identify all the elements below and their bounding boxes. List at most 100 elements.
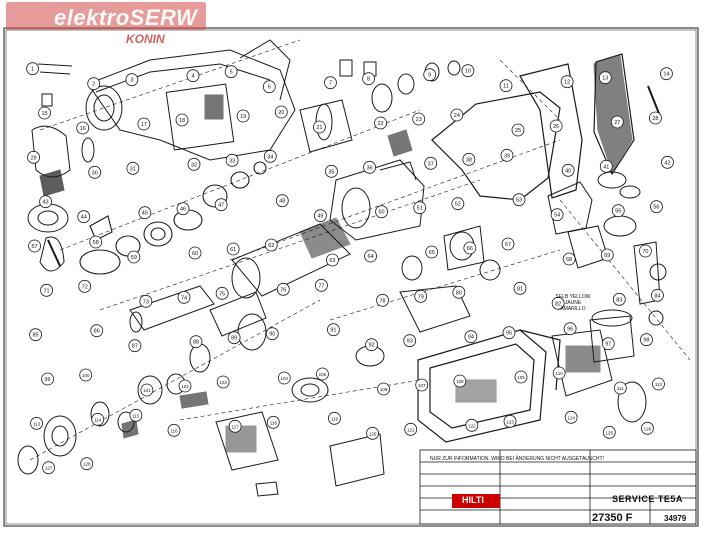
part-callout-number: 69 bbox=[604, 253, 610, 259]
part-callout-circle bbox=[511, 123, 525, 137]
company-logo-text: HILTI bbox=[462, 495, 484, 505]
part-callout-circle bbox=[91, 412, 105, 426]
part-callout-number: 13 bbox=[602, 76, 608, 82]
part-callout-circle bbox=[562, 252, 576, 266]
part-callout: 64 bbox=[364, 249, 377, 263]
part-callout-circle bbox=[503, 414, 517, 428]
part-callout-number: 31 bbox=[130, 166, 136, 172]
part-callout-circle bbox=[500, 148, 514, 162]
service-label: SERVICE TE5A bbox=[612, 494, 683, 504]
part-callout-number: 14 bbox=[663, 72, 669, 78]
part-callout: 92 bbox=[365, 338, 378, 352]
part-callout: 77 bbox=[315, 278, 328, 292]
part-callout-circle bbox=[425, 245, 439, 259]
part-callout-number: 68 bbox=[566, 257, 572, 263]
part-callout-circle bbox=[26, 62, 39, 76]
part-callout: 80 bbox=[452, 285, 466, 299]
part-callout: 68 bbox=[562, 252, 576, 266]
part-callout: 26 bbox=[549, 119, 563, 133]
part-callout-number: 29 bbox=[31, 155, 37, 161]
part-callout: 116 bbox=[167, 423, 181, 437]
part-callout-number: 95 bbox=[506, 331, 512, 337]
part-callout-number: 43 bbox=[43, 200, 49, 206]
part-callout: 123 bbox=[503, 414, 517, 428]
part-callout: 105 bbox=[316, 367, 329, 381]
part-callout-circle bbox=[362, 72, 375, 86]
part-callout-number: 112 bbox=[655, 382, 663, 387]
part-callout-number: 121 bbox=[407, 427, 415, 432]
part-callout: 51 bbox=[413, 201, 427, 215]
part-callout-circle bbox=[514, 370, 528, 384]
part-callout-number: 102 bbox=[181, 384, 189, 389]
part-callout-circle bbox=[660, 67, 673, 81]
part-callout-number: 106 bbox=[380, 387, 388, 392]
part-callout-number: 76 bbox=[280, 287, 286, 293]
part-callout-circle bbox=[324, 76, 337, 90]
part-callout-circle bbox=[650, 200, 663, 214]
part-callout: 118 bbox=[266, 415, 280, 429]
part-callout: 23 bbox=[412, 112, 426, 126]
part-callout-circle bbox=[464, 330, 478, 344]
part-callout: 82 bbox=[551, 296, 565, 310]
part-callout-circle bbox=[461, 64, 475, 78]
part-callout-number: 67 bbox=[505, 242, 511, 248]
part-callout-number: 125 bbox=[606, 430, 614, 435]
part-callout-number: 48 bbox=[279, 199, 285, 205]
part-callout: 43 bbox=[39, 195, 52, 209]
part-callout-circle bbox=[364, 249, 377, 263]
part-callout: 45 bbox=[138, 206, 152, 220]
part-callout-circle bbox=[216, 375, 230, 389]
part-callout-circle bbox=[167, 423, 181, 437]
part-callout-circle bbox=[224, 65, 238, 79]
part-callout-number: 73 bbox=[143, 299, 149, 305]
part-callout: 4 bbox=[186, 69, 200, 83]
part-callout-number: 128 bbox=[83, 462, 91, 467]
part-callout: 22 bbox=[374, 116, 387, 130]
part-callout-circle bbox=[226, 242, 240, 256]
part-callout-number: 87 bbox=[132, 344, 138, 350]
part-callout-number: 46 bbox=[180, 207, 186, 213]
part-callout: 61 bbox=[226, 242, 240, 256]
part-callout-number: 111 bbox=[617, 386, 624, 391]
part-callout-circle bbox=[314, 209, 327, 223]
drill-body bbox=[85, 39, 296, 161]
part-callout-circle bbox=[552, 366, 566, 380]
part-callout: 96 bbox=[563, 322, 577, 336]
part-callout-circle bbox=[125, 73, 139, 87]
part-callout-circle bbox=[80, 457, 94, 471]
part-callout: 121 bbox=[404, 422, 418, 436]
part-callout-circle bbox=[225, 153, 239, 167]
drawing-number: 27350 F bbox=[592, 512, 632, 524]
part-callout-circle bbox=[560, 75, 574, 89]
part-callout-number: 40 bbox=[565, 168, 571, 174]
part-callout: 99 bbox=[41, 372, 54, 386]
part-callout: 97 bbox=[601, 337, 615, 351]
title-block-notice: NUR ZUR INFORMATION. WIRD BEI ÄNDERUNG N… bbox=[430, 456, 604, 462]
part-callout-number: 61 bbox=[230, 247, 236, 253]
part-callout-circle bbox=[214, 198, 228, 212]
part-callout-number: 83 bbox=[616, 297, 622, 303]
part-callout-number: 66 bbox=[467, 246, 473, 252]
part-callout-number: 122 bbox=[468, 423, 476, 428]
part-callout-circle bbox=[138, 206, 152, 220]
part-callout-number: 103 bbox=[219, 380, 227, 385]
watermark-title: elektroSERW bbox=[54, 5, 198, 30]
part-callout-circle bbox=[598, 71, 612, 85]
part-callout-number: 9 bbox=[428, 73, 431, 79]
part-callout-circle bbox=[88, 165, 102, 179]
main-housing bbox=[417, 329, 561, 443]
piston-parts bbox=[299, 59, 461, 157]
part-callout-number: 105 bbox=[319, 372, 327, 377]
part-callout-circle bbox=[612, 292, 626, 306]
part-callout-number: 98 bbox=[643, 338, 649, 344]
part-callout-circle bbox=[375, 205, 388, 219]
part-callout-number: 1 bbox=[31, 67, 34, 73]
part-callout-number: 104 bbox=[281, 376, 289, 381]
part-callout-number: 23 bbox=[416, 117, 422, 123]
part-callout-number: 100 bbox=[82, 373, 90, 378]
part-callout-number: 30 bbox=[92, 170, 98, 176]
part-callout-number: 47 bbox=[218, 203, 224, 209]
part-callout: 128 bbox=[80, 457, 94, 471]
